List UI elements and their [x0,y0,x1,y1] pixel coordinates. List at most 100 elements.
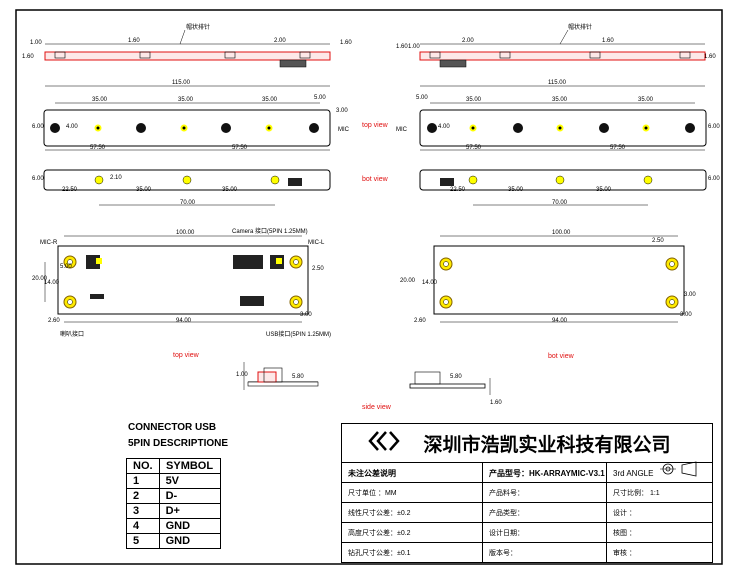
linear-tolerance: 线性尺寸公差：±0.2 [348,510,411,517]
dim-57-c: 57.50 [466,145,482,151]
dim-22-right: 22.50 [450,187,466,193]
scale-info: 尺寸比例： 1:1 [606,483,713,503]
dim-57-d: 57.50 [610,145,626,151]
drill-tolerance: 钻孔尺寸公差：±0.1 [348,550,411,557]
right-side-strip [419,29,706,68]
dim-1-60-right: 1.60 [396,44,408,50]
dim-5-main: 5.00 [60,264,72,270]
dim-3-left: 3.00 [336,108,348,114]
col-no: NO. [126,458,160,474]
dim-35-f: 35.00 [638,97,654,103]
dim-20-right: 20.00 [400,278,416,284]
height-tolerance: 高度尺寸公差：±0.2 [348,530,411,537]
dim-6-right: 6.00 [708,124,720,130]
dim-70-right: 70.00 [552,200,568,206]
dim-2-50-right: 2.50 [652,238,664,244]
dim-6-left: 6.00 [32,124,44,130]
dim-3-main-right: 3.00 [680,312,692,318]
dim-4-mic-right: 4.00 [438,124,450,130]
dim-6-left-bot: 6.00 [32,176,44,182]
dim-22-left: 22.50 [62,187,78,193]
dim-1-60-left: 1.60 [22,54,34,60]
pin-symbol: 5V [158,473,221,489]
dim-35-a: 35.00 [92,97,108,103]
dim-5-80-left: 5.80 [292,374,304,380]
label-bot-view-main: bot view [548,353,574,360]
dim-1-60-mid-left: 1.60 [128,38,140,44]
title-row-3: 线性尺寸公差：±0.2 产品类型： 设计 ： [342,502,712,523]
pin-symbol: D+ [158,503,221,519]
dim-115-right: 115.00 [548,80,566,86]
connector-title-line1: CONNECTOR USB [128,422,217,433]
label-top-view-right: top view [362,122,388,129]
title-row-1: 未注公差说明 产品型号：HK-ARRAYMIC-V3.1 3rd ANGLE [342,462,712,483]
dim-100-left: 100.00 [176,230,195,236]
pin-symbol: D- [158,488,221,504]
label-mic-left-view: MIC [338,127,349,133]
pin-symbol: GND [158,533,221,549]
dim-115-left: 115.00 [172,80,190,86]
dim-35-d: 35.00 [466,97,482,103]
dim-1-00-right: 1.00 [408,44,420,50]
left-bot-board [43,169,331,206]
label-mic-r: MIC-R [40,240,58,246]
dim-94-left: 94.00 [176,318,192,324]
dim-6-right-bot: 6.00 [708,176,720,182]
pin-symbol: GND [158,518,221,534]
label-speaker-connector: 喇叭接口 [60,332,85,338]
title-row-5: 钻孔尺寸公差：±0.1 版本号： 审核 ： [342,542,712,563]
design-date: 设计日期： [482,523,609,543]
dim-3-main-left: 3.00 [300,312,312,318]
left-side-strip [44,29,331,68]
connector-title: CONNECTOR USB 5PIN DESCRIPTIONE [128,420,228,452]
right-top-board [419,85,707,151]
pin-no: 3 [126,503,160,519]
dim-35-bot-b: 35.00 [222,187,238,193]
label-pin-header-left: 帽状排针 [186,25,211,31]
unit-info: 尺寸单位 ：MM [348,490,397,497]
dim-3-vert-right: 3.00 [684,292,696,298]
dim-5-left: 5.00 [314,95,326,101]
col-symbol: SYMBOL [158,458,221,474]
dim-57-b: 57.50 [232,145,248,151]
dim-2-60-right: 2.60 [414,318,426,324]
dim-35-bot-a: 35.00 [136,187,152,193]
dim-35-bot-c: 35.00 [508,187,524,193]
dim-14-left: 14.00 [44,280,60,286]
product-model: 产品型号：HK-ARRAYMIC-V3.1 [482,463,609,483]
company-name-row: 深圳市浩凯实业科技有限公司 [342,424,712,462]
part-number: 产品料号： [482,483,609,503]
label-mic-l: MIC-L [308,240,325,246]
right-bot-board [419,169,707,206]
dim-2-00-right: 2.00 [462,38,474,44]
checker: 核图 ： [606,523,713,543]
dim-1-60-side: 1.60 [490,400,502,406]
dim-100-right: 100.00 [552,230,571,236]
dim-2-60-left: 2.60 [48,318,60,324]
pin-no: 2 [126,488,160,504]
label-side-view: side view [362,404,391,411]
title-row-2: 尺寸单位 ：MM 产品料号： 尺寸比例： 1:1 [342,482,712,503]
dim-1-60-left-end: 1.60 [340,40,352,46]
company-logo [368,431,400,451]
tolerance-heading: 未注公差说明 [348,468,396,478]
angle-label: 3rd ANGLE [606,463,713,483]
dim-57-a: 57.50 [90,145,106,151]
pin-no: 5 [126,533,160,549]
title-row-4: 高度尺寸公差：±0.2 设计日期： 核图 ： [342,522,712,543]
left-main-board [44,235,309,323]
company-name: 深圳市浩凯实业科技有限公司 [423,434,671,456]
pin-table-header: NO. SYMBOL [126,458,221,474]
center-side-view [243,362,319,390]
connector-title-line2: 5PIN DESCRIPTIONE [128,438,229,449]
label-mic-right-view: MIC [396,127,407,133]
dim-1-00-side: 1.00 [236,372,248,378]
designer: 设计 ： [606,503,713,523]
label-bot-view: bot view [362,176,388,183]
dim-5-right: 5.00 [416,95,428,101]
